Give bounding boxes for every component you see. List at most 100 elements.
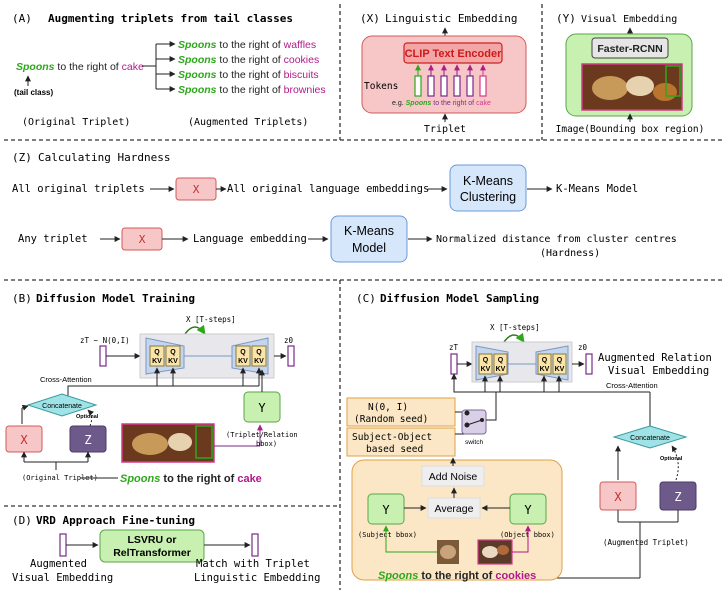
panel-d: (D) VRD Approach Fine-tuning LSVRU or Re… (12, 514, 320, 584)
svg-text:Optional: Optional (76, 414, 99, 420)
svg-text:Average: Average (435, 503, 474, 515)
lang-embedding-label: Language embedding (193, 233, 307, 245)
svg-text:X: X (193, 183, 200, 196)
token-example: e.g. Spoons to the right of cake (392, 100, 491, 107)
all-triplets-label: All original triplets (12, 183, 145, 195)
food-image-b (121, 423, 215, 463)
svg-text:Optional: Optional (660, 456, 683, 462)
random-seed-box (346, 397, 456, 427)
panel-y-tag: (Y) (556, 12, 576, 25)
svg-text:Q: Q (483, 357, 489, 364)
panel-z: (Z) Calculating Hardness All original tr… (12, 151, 677, 263)
cross-attention-lines-b (67, 367, 262, 400)
triplet-input-label: Triplet (424, 124, 466, 135)
panel-a: (A) Augmenting triplets from tail classe… (12, 12, 326, 128)
svg-text:(Augmented Triplet): (Augmented Triplet) (603, 538, 689, 547)
so-seed-box (346, 427, 456, 457)
subject-image (437, 540, 459, 564)
svg-text:based seed: based seed (366, 444, 423, 455)
svg-text:Match with Triplet: Match with Triplet (196, 558, 310, 570)
panel-c: (C) Diffusion Model Sampling X [T-steps]… (346, 292, 712, 582)
panel-d-title: VRD Approach Fine-tuning (36, 514, 195, 527)
vrd-model-box (99, 529, 205, 563)
svg-text:Concatenate: Concatenate (630, 435, 670, 442)
svg-text:Cross-Attention: Cross-Attention (40, 375, 92, 384)
svg-text:X [T-steps]: X [T-steps] (490, 323, 540, 332)
svg-text:X: X (139, 233, 146, 246)
svg-text:X: X (614, 490, 622, 504)
clip-encoder-label: CLIP Text Encoder (405, 48, 503, 60)
svg-text:KV: KV (152, 358, 162, 365)
panel-x-tag: (X) (360, 12, 380, 25)
concat-diamond-c (612, 425, 688, 449)
original-triplet-caption: (Original Triplet) (22, 117, 130, 128)
loop-arrow-c (503, 332, 525, 343)
tail-class-label: (tail class) (14, 88, 53, 97)
aug-triplet-1: Spoons to the right of waffles (178, 39, 316, 51)
concat-diamond-b (26, 393, 98, 417)
svg-text:Cross-Attention: Cross-Attention (606, 381, 658, 390)
svg-text:KV: KV (481, 366, 491, 373)
token-arrows (415, 64, 486, 76)
svg-text:(Object bbox): (Object bbox) (500, 531, 555, 539)
qkv-blocks-b: Q KV Q KV Q KV Q KV (149, 345, 267, 367)
faster-rcnn-label: Faster-RCNN (597, 43, 662, 55)
svg-text:(Triplet/Relation: (Triplet/Relation (226, 431, 298, 439)
image-input-label: Image(Bounding box region) (556, 124, 705, 135)
panel-separators (4, 4, 722, 590)
all-lang-embeddings-label: All original language embeddings (227, 183, 429, 195)
svg-text:KV: KV (496, 366, 506, 373)
svg-text:z0: z0 (284, 336, 294, 345)
svg-text:Q: Q (170, 349, 176, 356)
svg-text:Subject-Object: Subject-Object (352, 432, 432, 443)
svg-text:Q: Q (154, 349, 160, 356)
svg-text:Z: Z (674, 490, 681, 504)
svg-text:KV: KV (254, 358, 264, 365)
svg-text:Augmented: Augmented (30, 558, 87, 570)
panel-b: (B) Diffusion Model Training X [T-steps]… (5, 292, 298, 485)
panel-a-tag: (A) (12, 12, 32, 25)
svg-text:Q: Q (256, 349, 262, 356)
svg-text:KV: KV (238, 358, 248, 365)
panel-z-title: Calculating Hardness (38, 151, 170, 164)
panel-b-title: Diffusion Model Training (36, 292, 195, 305)
hardness-output: Normalized distance from cluster centres (436, 234, 677, 245)
svg-text:switch: switch (465, 439, 483, 446)
svg-text:(Original Triplet): (Original Triplet) (22, 474, 98, 482)
panel-c-title: Diffusion Model Sampling (380, 292, 539, 305)
svg-text:LSVRU or: LSVRU or (127, 534, 176, 546)
svg-text:(Subject bbox): (Subject bbox) (358, 531, 417, 539)
loop-arrow-b (184, 324, 206, 335)
svg-text:bbox): bbox) (256, 440, 277, 448)
sampling-sentence: Spoons to the right of cookies (378, 570, 536, 582)
kmeans-model-output: K-Means Model (556, 183, 638, 195)
svg-text:zT: zT (449, 343, 459, 352)
qkv-blocks-c: Q KV Q KV Q KV Q KV (478, 353, 567, 375)
y-box-object (509, 493, 547, 525)
svg-text:Visual Embedding: Visual Embedding (12, 572, 113, 584)
kmeans-model-box (330, 215, 408, 263)
faster-rcnn-box (591, 37, 669, 59)
panel-c-tag: (C) (356, 292, 376, 305)
clip-encoder-box (403, 42, 503, 64)
svg-text:Q: Q (498, 357, 504, 364)
switch-box[interactable] (461, 409, 487, 435)
y-box-subject (367, 493, 405, 525)
svg-text:KV: KV (168, 358, 178, 365)
svg-text:Linguistic Embedding: Linguistic Embedding (194, 572, 320, 584)
svg-text:KV: KV (540, 366, 550, 373)
svg-text:Y: Y (258, 401, 266, 415)
branch-lines (142, 41, 176, 92)
panel-x-title: Linguistic Embedding (385, 12, 517, 25)
augmented-relation-label: Augmented Relation (598, 352, 712, 364)
object-image (477, 539, 513, 565)
svg-text:Concatenate: Concatenate (42, 403, 82, 410)
any-triplet-label: Any triplet (18, 233, 88, 245)
cross-attention-lines-c (482, 375, 651, 426)
kmeans-clustering-box (449, 164, 527, 212)
panel-a-title: Augmenting triplets from tail classes (48, 12, 293, 25)
svg-text:Clustering: Clustering (460, 190, 516, 204)
svg-text:K-Means: K-Means (463, 174, 513, 188)
svg-text:X [T-steps]: X [T-steps] (186, 315, 236, 324)
